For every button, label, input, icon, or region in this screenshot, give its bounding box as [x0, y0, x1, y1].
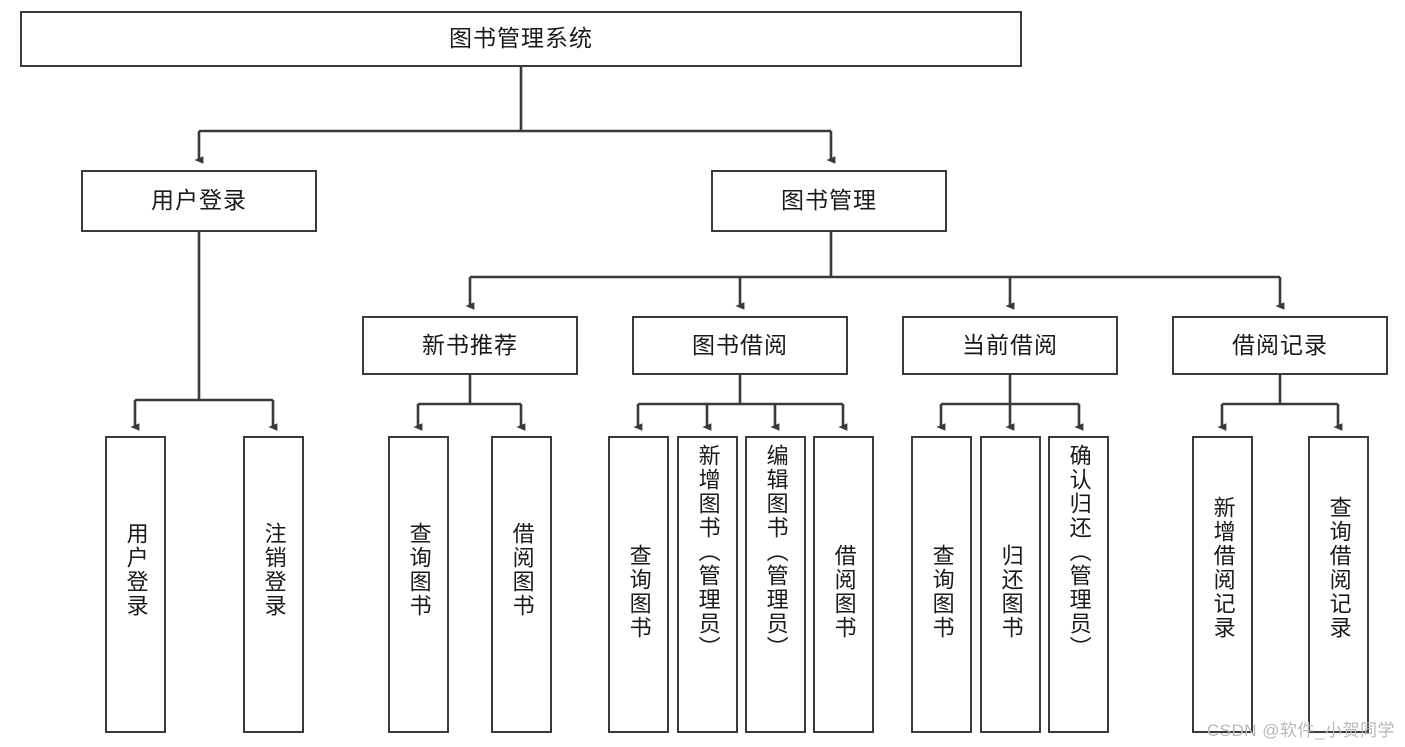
leaf-label: 查询图书	[929, 544, 955, 640]
node-borrow-record-label: 借阅记录	[1232, 331, 1328, 358]
node-new-book-recommend[interactable]: 新书推荐	[362, 316, 578, 375]
node-book-management[interactable]: 图书管理	[711, 170, 947, 232]
leaf-label: 借阅图书	[509, 522, 535, 618]
leaf-current-borrow-confirm[interactable]: 确认归还（管理员）	[1048, 436, 1109, 733]
leaf-label: 用户登录	[123, 522, 149, 618]
watermark: CSDN @软件_小贺同学	[1206, 721, 1395, 740]
leaf-label: 注销登录	[261, 522, 287, 618]
leaf-book-borrow-add[interactable]: 新增图书（管理员）	[677, 436, 738, 733]
leaf-book-borrow-query[interactable]: 查询图书	[608, 436, 669, 733]
node-current-borrow-label: 当前借阅	[962, 331, 1058, 358]
leaf-book-borrow-edit[interactable]: 编辑图书（管理员）	[745, 436, 806, 733]
node-user-login-label: 用户登录	[151, 187, 247, 214]
leaf-label: 新增图书（管理员）	[695, 444, 721, 660]
leaf-label: 查询图书	[626, 544, 652, 640]
leaf-label: 新增借阅记录	[1210, 496, 1236, 640]
node-borrow-record[interactable]: 借阅记录	[1172, 316, 1388, 375]
node-book-borrow[interactable]: 图书借阅	[632, 316, 848, 375]
leaf-book-borrow-borrow[interactable]: 借阅图书	[813, 436, 874, 733]
leaf-borrow-record-add[interactable]: 新增借阅记录	[1192, 436, 1253, 733]
leaf-new-book-query[interactable]: 查询图书	[388, 436, 449, 733]
leaf-user-login-signout[interactable]: 注销登录	[243, 436, 304, 733]
leaf-current-borrow-return[interactable]: 归还图书	[980, 436, 1041, 733]
node-current-borrow[interactable]: 当前借阅	[902, 316, 1118, 375]
leaf-label: 查询借阅记录	[1326, 496, 1352, 640]
node-root[interactable]: 图书管理系统	[20, 11, 1022, 67]
leaf-user-login-signin[interactable]: 用户登录	[105, 436, 166, 733]
node-book-borrow-label: 图书借阅	[692, 331, 788, 358]
leaf-label: 查询图书	[406, 522, 432, 618]
node-root-label: 图书管理系统	[449, 25, 593, 52]
leaf-label: 编辑图书（管理员）	[763, 444, 789, 660]
node-book-management-label: 图书管理	[781, 187, 877, 214]
leaf-borrow-record-query[interactable]: 查询借阅记录	[1308, 436, 1369, 733]
leaf-new-book-borrow[interactable]: 借阅图书	[491, 436, 552, 733]
node-new-book-recommend-label: 新书推荐	[422, 331, 518, 358]
leaf-label: 归还图书	[998, 544, 1024, 640]
leaf-label: 借阅图书	[831, 544, 857, 640]
leaf-label: 确认归还（管理员）	[1066, 444, 1092, 660]
leaf-current-borrow-query[interactable]: 查询图书	[911, 436, 972, 733]
node-user-login[interactable]: 用户登录	[81, 170, 317, 232]
